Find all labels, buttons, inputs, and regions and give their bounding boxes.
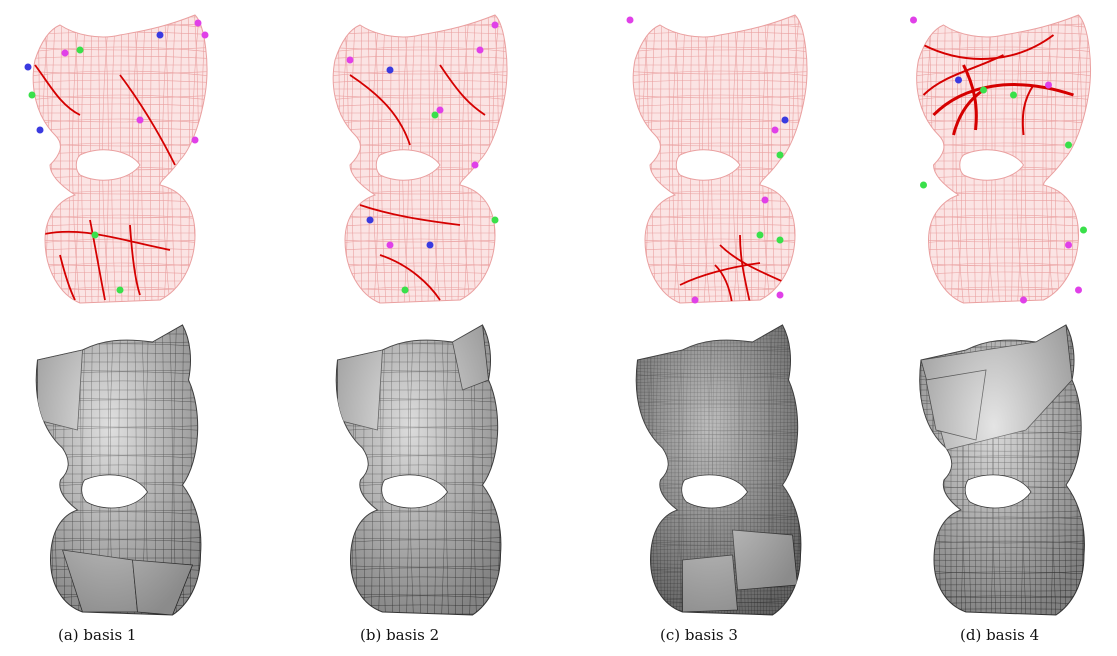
panel-a: (a) basis 1 [0, 0, 240, 656]
panel-d: (d) basis 4 [890, 0, 1117, 656]
caption-d: (d) basis 4 [960, 626, 1039, 644]
caption-b: (b) basis 2 [360, 626, 439, 644]
caption-a: (a) basis 1 [58, 626, 136, 644]
quad-mesh-render-a [0, 318, 240, 618]
cross-field-mesh-a [0, 0, 240, 315]
panel-b: (b) basis 2 [300, 0, 540, 656]
cross-field-mesh-c [600, 0, 840, 315]
quad-mesh-render-d [890, 318, 1117, 618]
cross-field-mesh-b [300, 0, 540, 315]
quad-mesh-render-c [600, 318, 840, 618]
quad-mesh-render-b [300, 318, 540, 618]
caption-c: (c) basis 3 [660, 626, 738, 644]
panel-c: (c) basis 3 [600, 0, 840, 656]
cross-field-mesh-d [890, 0, 1117, 315]
